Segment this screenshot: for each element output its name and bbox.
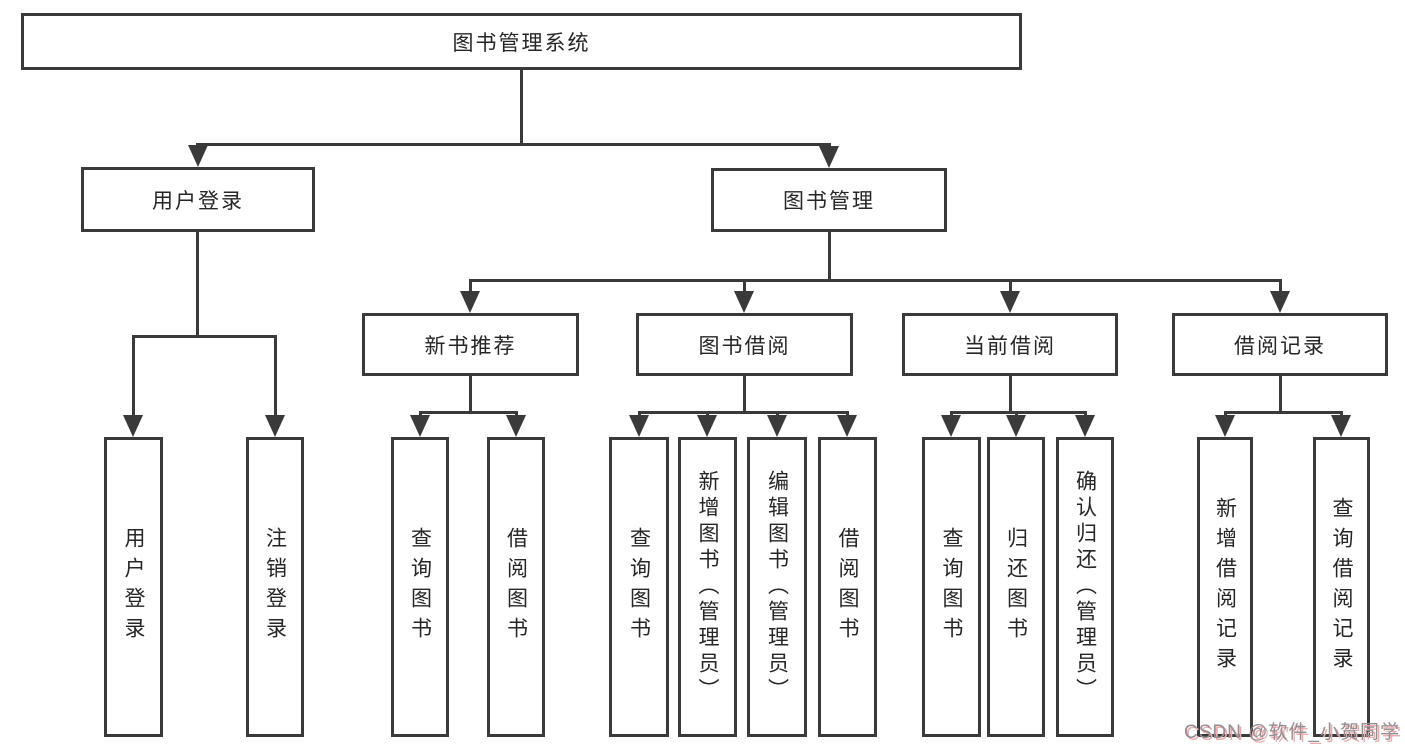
node-current-borrowing-label: 当前借阅 [964, 334, 1056, 358]
node-leaf-query-borrow-record: 查询借阅记录 [1313, 437, 1370, 737]
node-leaf-user-login: 用户登录 [104, 437, 163, 737]
arrow-down-icon [188, 145, 208, 167]
connector-line [469, 279, 472, 293]
csdn-watermark: CSDN @软件_小贺同学 [1184, 722, 1400, 743]
node-leaf-borrow-books-recommend: 借阅图书 [487, 437, 545, 737]
connector-line [1279, 279, 1282, 293]
arrow-down-icon [460, 291, 480, 313]
node-leaf-query-books-current-label: 查询图书 [940, 527, 963, 647]
node-book-management: 图书管理 [711, 168, 947, 232]
connector-line [1015, 411, 1018, 418]
node-current-borrowing: 当前借阅 [902, 313, 1118, 376]
arrow-down-icon [410, 415, 430, 437]
connector-line [469, 279, 1282, 282]
node-leaf-logout-label: 注销登录 [263, 527, 287, 647]
arrow-down-icon [819, 146, 839, 168]
node-leaf-query-books-borrowing: 查询图书 [609, 437, 669, 737]
connector-line [1279, 376, 1282, 412]
arrow-down-icon [1331, 415, 1351, 437]
node-book-borrowing-label: 图书借阅 [698, 334, 791, 358]
connector-line [743, 376, 746, 412]
connector-line [638, 411, 641, 418]
arrow-down-icon [767, 415, 787, 437]
connector-line [706, 411, 709, 418]
node-book-management-label: 图书管理 [783, 190, 875, 213]
connector-line [419, 411, 422, 418]
node-book-borrowing: 图书借阅 [636, 313, 853, 376]
node-new-book-recommendation-label: 新书推荐 [424, 334, 517, 358]
connector-line [1009, 376, 1012, 412]
node-leaf-add-borrow-record: 新增借阅记录 [1197, 437, 1253, 737]
node-user-login: 用户登录 [81, 167, 315, 232]
arrow-down-icon [941, 415, 961, 437]
node-leaf-query-books-recommend-label: 查询图书 [408, 527, 432, 647]
node-user-login-label: 用户登录 [152, 189, 244, 213]
node-leaf-edit-books-admin-label: 编辑图书（管理员） [765, 470, 789, 704]
node-leaf-query-books-current: 查询图书 [922, 437, 981, 737]
arrow-down-icon [697, 415, 717, 437]
node-leaf-add-books-admin-label: 新增图书（管理员） [696, 470, 719, 704]
node-leaf-confirm-return-admin: 确认归还（管理员） [1056, 437, 1114, 737]
arrow-down-icon [1215, 415, 1235, 437]
connector-line [828, 232, 831, 280]
connector-line [469, 376, 472, 412]
connector-line [950, 411, 953, 418]
node-leaf-borrow-books: 借阅图书 [818, 437, 877, 737]
node-borrowing-records-label: 借阅记录 [1234, 334, 1326, 358]
node-leaf-query-books-borrowing-label: 查询图书 [627, 527, 651, 647]
connector-line [1084, 411, 1087, 418]
node-leaf-borrow-books-recommend-label: 借阅图书 [504, 527, 528, 647]
connector-line [196, 232, 199, 336]
node-leaf-edit-books-admin: 编辑图书（管理员） [747, 437, 807, 737]
connector-line [1224, 411, 1343, 414]
arrow-down-icon [506, 415, 526, 437]
connector-line [1224, 411, 1227, 418]
connector-line [1009, 279, 1012, 293]
node-leaf-user-login-label: 用户登录 [122, 527, 145, 647]
node-leaf-query-borrow-record-label: 查询借阅记录 [1330, 497, 1353, 677]
node-leaf-query-books-recommend: 查询图书 [391, 437, 449, 737]
node-library-management-system-label: 图书管理系统 [452, 31, 591, 55]
arrow-down-icon [837, 415, 857, 437]
node-library-management-system: 图书管理系统 [21, 13, 1022, 70]
node-leaf-return-books-label: 归还图书 [1004, 527, 1028, 647]
connector-line [419, 411, 518, 414]
connector-line [776, 411, 779, 418]
connector-line [846, 411, 849, 418]
node-leaf-add-borrow-record-label: 新增借阅记录 [1213, 497, 1237, 677]
arrow-down-icon [1000, 291, 1020, 313]
connector-line [274, 335, 277, 417]
node-leaf-logout: 注销登录 [246, 437, 304, 737]
node-leaf-confirm-return-admin-label: 确认归还（管理员） [1073, 470, 1097, 704]
node-new-book-recommendation: 新书推荐 [362, 313, 579, 376]
connector-line [743, 279, 746, 293]
connector-line [1340, 411, 1343, 418]
connector-line [132, 335, 277, 338]
connector-line [638, 411, 849, 414]
arrow-down-icon [123, 415, 143, 437]
connector-line [520, 70, 523, 144]
arrow-down-icon [1006, 415, 1026, 437]
connector-line [950, 411, 1087, 414]
arrow-down-icon [734, 291, 754, 313]
connector-line [197, 143, 831, 146]
arrow-down-icon [1270, 291, 1290, 313]
node-leaf-return-books: 归还图书 [987, 437, 1045, 737]
node-leaf-borrow-books-label: 借阅图书 [836, 527, 859, 647]
node-leaf-add-books-admin: 新增图书（管理员） [678, 437, 737, 737]
connector-line [132, 335, 135, 417]
arrow-down-icon [629, 415, 649, 437]
arrow-down-icon [265, 415, 285, 437]
arrow-down-icon [1075, 415, 1095, 437]
connector-line [515, 411, 518, 418]
node-borrowing-records: 借阅记录 [1172, 313, 1388, 376]
